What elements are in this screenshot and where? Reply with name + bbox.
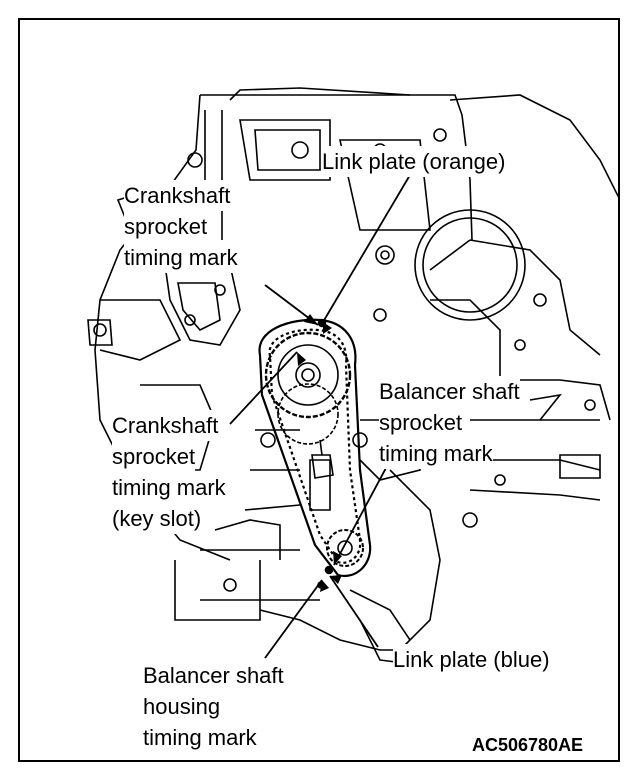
leader-link-plate-orange [322,174,411,323]
label-crank-key-slot-3: timing mark [112,472,226,503]
cylinder-bore [414,209,526,321]
label-balancer-sprocket-mark-2: sprocket [379,407,463,438]
label-balancer-sprocket-mark-1: Balancer shaft [379,376,520,407]
label-balancer-housing-mark-2: housing [143,691,221,722]
label-link-plate-orange: Link plate (orange) [322,146,506,177]
crankshaft-sprocket [264,331,352,445]
label-link-plate-blue: Link plate (blue) [393,644,550,675]
leader-balancer-housing-mark [264,579,323,659]
label-crank-sprocket-mark-3: timing mark [124,242,238,273]
figure-code: AC506780AE [472,735,584,755]
label-balancer-housing-mark-3: timing mark [143,722,257,753]
label-crank-sprocket-mark-2: sprocket [124,211,208,242]
engine-block-outline [87,87,618,666]
label-crank-key-slot-4: (key slot) [112,503,202,534]
leader-balancer-sprocket-mark [333,467,387,566]
arrowheads [297,314,342,592]
chain-tensioner [311,439,334,479]
balancer-shaft-sprocket [326,529,364,567]
label-balancer-housing-mark-1: Balancer shaft [143,660,284,691]
blue-link-dot [324,565,334,575]
leader-lines [229,174,411,659]
leader-link-plate-blue [329,575,379,648]
leader-crank-key-slot [229,351,298,425]
label-crank-key-slot-2: sprocket [112,441,196,472]
timing-mark-dots [317,318,334,589]
label-crank-key-slot-1: Crankshaft [112,410,219,441]
diagram-frame [18,18,620,762]
label-balancer-sprocket-mark-3: timing mark [379,438,493,469]
label-crank-sprocket-mark-1: Crankshaft [124,180,231,211]
balancer-timing-chain [258,318,372,578]
